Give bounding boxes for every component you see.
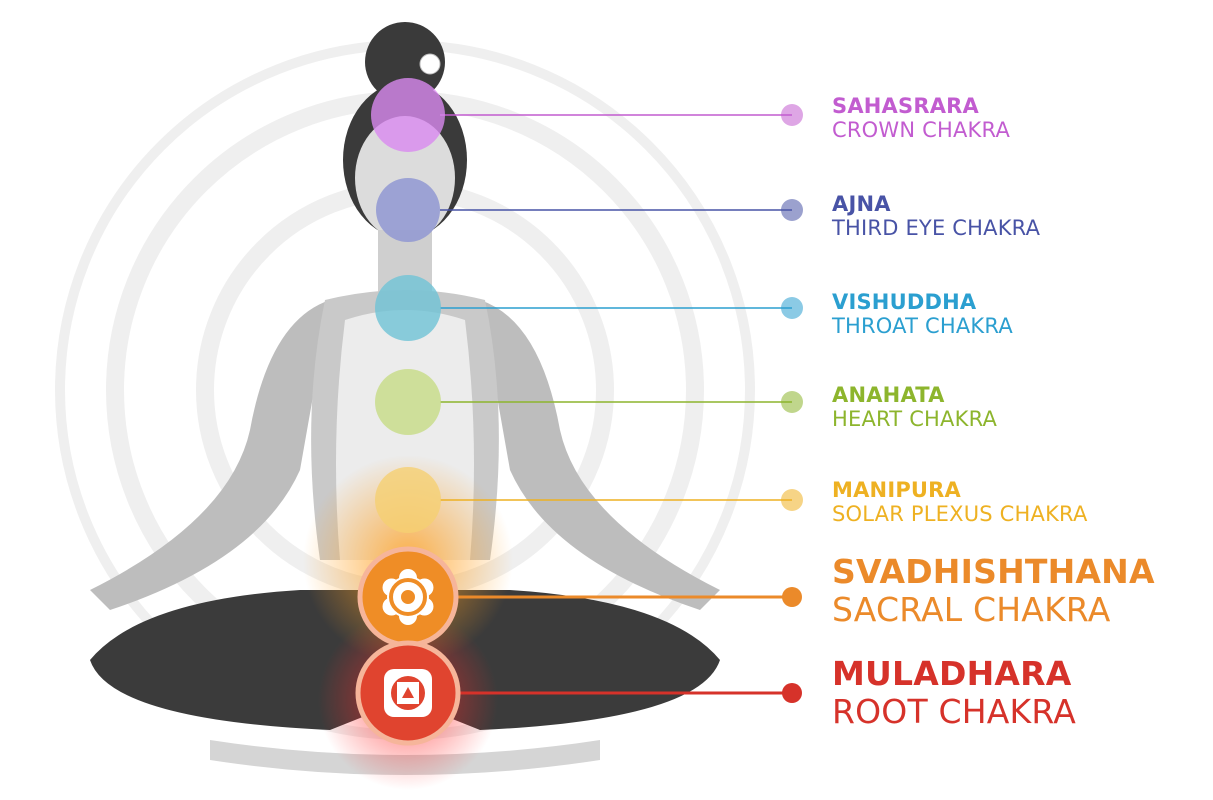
chakra-sanskrit-name: AJNA: [832, 192, 891, 216]
anahata-dot: [781, 391, 803, 413]
manipura-dot: [781, 489, 803, 511]
lotus-circles-icon: [382, 569, 434, 625]
ajna-dot: [781, 199, 803, 221]
sahasrara-chakra-orb: [371, 78, 445, 152]
chakra-english-name: SOLAR PLEXUS CHAKRA: [832, 502, 1088, 527]
chakra-sanskrit-name: ANAHATA: [832, 383, 945, 407]
anahata-chakra-orb: [375, 369, 441, 435]
vishuddha-chakra-orb: [375, 275, 441, 341]
vishuddha-dot: [781, 297, 803, 319]
chakra-sanskrit-name: MANIPURA: [832, 478, 962, 502]
sahasrara-dot: [781, 104, 803, 126]
chakra-english-name: THIRD EYE CHAKRA: [832, 216, 1041, 241]
manipura-chakra-orb: [375, 467, 441, 533]
chakra-english-name: THROAT CHAKRA: [832, 314, 1013, 339]
chakra-sanskrit-name: MULADHARA: [832, 654, 1072, 693]
lotus-square-icon: [384, 669, 432, 717]
ajna-chakra-orb: [376, 178, 440, 242]
chakra-english-name: CROWN CHAKRA: [832, 118, 1011, 143]
chakra-sanskrit-name: SVADHISHTHANA: [832, 552, 1155, 591]
muladhara-dot: [782, 683, 802, 703]
chakra-sanskrit-name: SAHASRARA: [832, 94, 979, 118]
chakra-english-name: HEART CHAKRA: [832, 407, 998, 432]
chakra-english-name: ROOT CHAKRA: [832, 691, 1076, 731]
svadhishthana-dot: [782, 587, 802, 607]
chakra-english-name: SACRAL CHAKRA: [832, 589, 1111, 629]
chakra-sanskrit-name: VISHUDDHA: [832, 290, 977, 314]
